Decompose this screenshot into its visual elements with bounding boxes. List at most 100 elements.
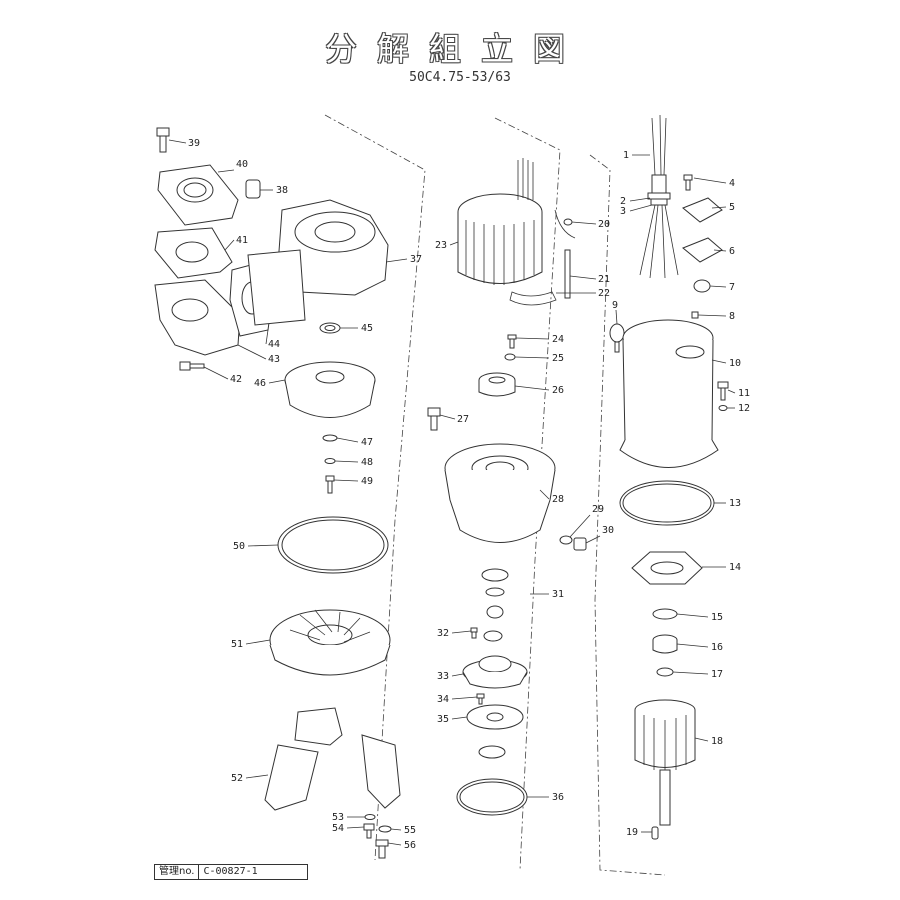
leader-line [237,344,267,360]
bracket-housing-27-drawing [444,443,556,543]
part-label: 24 [552,334,564,345]
clip-20-drawing [554,209,576,239]
leader-line [333,479,359,482]
part-label: 11 [738,388,750,399]
screw-49-drawing [325,475,335,494]
leader-line [571,221,597,225]
leader-line [217,169,235,173]
impeller-46-drawing [284,361,376,418]
leader-line [672,671,709,675]
part-label: 34 [437,694,449,705]
part-label: 30 [602,525,614,536]
part-label: 47 [361,437,373,448]
washer-55-drawing [378,825,392,833]
part-label: 39 [188,138,200,149]
washer-53-drawing [364,814,376,820]
bolt-11-drawing [717,381,729,401]
screw-4-drawing [683,174,693,191]
leader-line [449,241,459,246]
part-label: 53 [332,812,344,823]
leader-line [387,842,402,846]
bearing-26-drawing [478,372,516,397]
management-number-box: 管理no. C-00827-1 [154,864,309,880]
flange-40-drawing [157,164,239,226]
part-label: 31 [552,589,564,600]
model-number: 50C4.75-53/63 [409,70,511,85]
leader-line [451,716,468,720]
bolt-54-drawing [363,823,375,839]
leader-line [451,696,478,700]
part-label: 1 [623,150,629,161]
part-label: 12 [738,403,750,414]
leader-line [245,774,269,779]
leader-line [713,249,727,252]
leader-line [697,314,727,317]
leader-line [224,239,235,251]
screw-8-drawing [691,311,699,319]
oil-casing-33-drawing [462,655,528,689]
part-label: 55 [404,825,416,836]
part-label: 28 [552,494,564,505]
part-label: 38 [276,185,288,196]
leader-line [629,197,651,202]
leader-line [265,329,269,345]
part-label: 16 [711,642,723,653]
part-label: 51 [231,639,243,650]
part-labels: 1234567891011121314151617181920212223242… [168,138,750,851]
gasket-6-drawing [682,237,723,263]
part-label: 9 [612,300,618,311]
bracket-22-drawing [509,291,557,306]
part-label: 35 [437,714,449,725]
bolt-42-drawing [179,361,205,371]
part-label: 56 [404,840,416,851]
part-label: 14 [729,562,741,573]
part-label: 42 [230,374,242,385]
leader-line [168,139,187,144]
leader-line [203,366,229,380]
part-label: 26 [552,385,564,396]
leader-line [515,337,550,340]
part-label: 52 [231,773,243,784]
part-label: 4 [729,178,735,189]
leader-line [615,309,618,325]
part-label: 46 [254,378,266,389]
part-label: 15 [711,612,723,623]
washer-48-drawing [324,458,336,464]
leader-line [346,826,365,829]
ring-17-drawing [656,667,674,677]
part-label: 49 [361,476,373,487]
leader-line [676,613,709,618]
leader-line [727,389,736,394]
leader-line [336,437,359,443]
part-label: 54 [332,823,344,834]
part-label: 3 [620,206,626,217]
leader-line [514,356,550,359]
screw-24-drawing [507,334,517,349]
management-label: 管理no. [155,865,200,879]
page-title: 分解組立図 [324,30,585,68]
part-label: 21 [598,274,610,285]
part-label: 50 [233,541,245,552]
part-label: 27 [457,414,469,425]
part-label: 41 [236,235,248,246]
part-label: 32 [437,628,449,639]
washer-12-drawing [718,405,728,411]
leader-line [385,258,408,263]
pump-casing-37-drawing [247,199,389,326]
suction-cover-51-drawing [269,609,391,676]
leader-line [539,489,550,500]
plug-29-drawing [573,537,587,551]
part-label: 13 [729,498,741,509]
part-label: 5 [729,202,735,213]
bearing-16-drawing [652,634,678,654]
washer-47-drawing [322,434,338,442]
part-label: 20 [598,219,610,230]
part-label: 17 [711,669,723,680]
leader-line [585,535,601,544]
washer-15-drawing [652,608,678,620]
leader-line [711,359,727,364]
part-label: 10 [729,358,741,369]
leader-line [334,460,359,463]
part-label: 48 [361,457,373,468]
